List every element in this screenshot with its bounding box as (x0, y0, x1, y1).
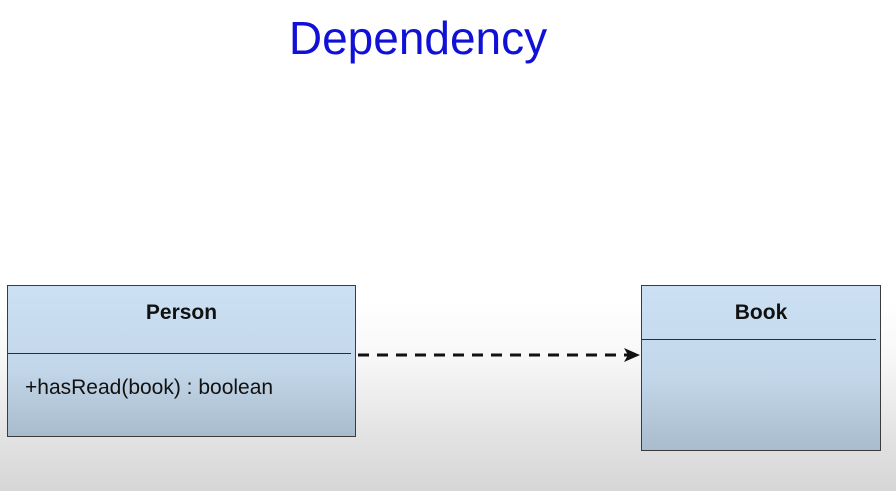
class-name-person: Person (145, 301, 218, 324)
diagram-title: Dependency (288, 12, 548, 64)
class-box-person[interactable]: Person +hasRead(book) : boolean (7, 285, 356, 437)
class-compartment-divider (8, 353, 351, 354)
class-name-book: Book (734, 301, 788, 324)
class-compartment-divider (642, 339, 876, 340)
class-method: +hasRead(book) : boolean (25, 376, 274, 399)
arrow-head-icon (624, 348, 640, 362)
class-box-book[interactable]: Book (641, 285, 881, 451)
